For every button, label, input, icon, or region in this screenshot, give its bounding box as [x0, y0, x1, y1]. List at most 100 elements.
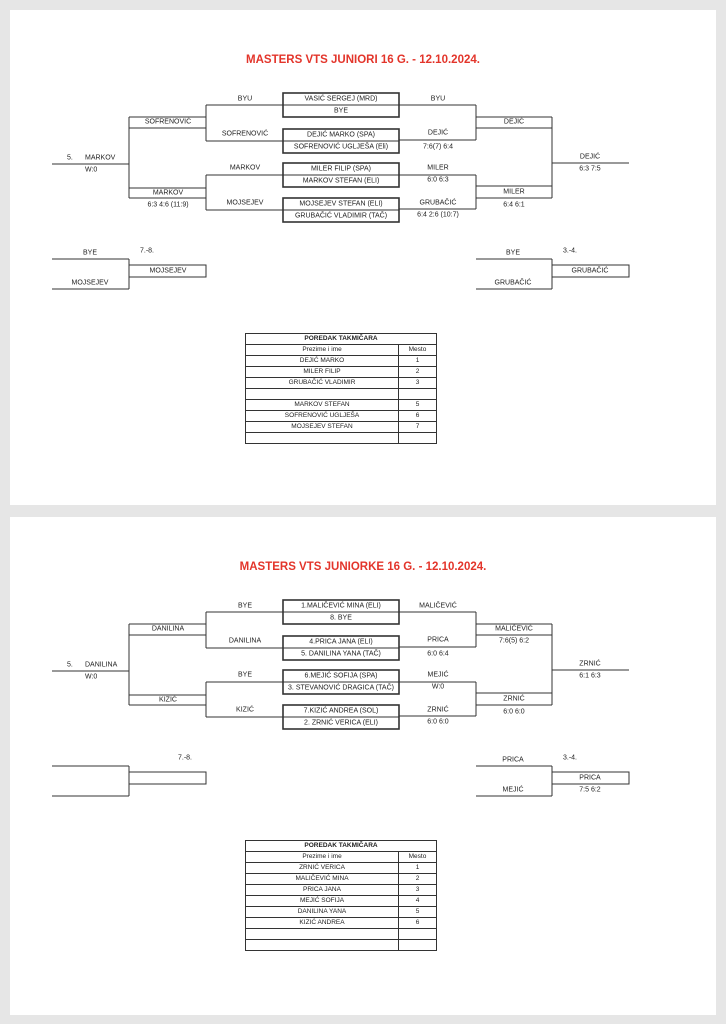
playoff-34-label: 3.-4.	[563, 247, 578, 255]
standing-place	[398, 432, 437, 444]
standing-name: MARKOV STEFAN	[245, 399, 399, 411]
standing-place	[398, 388, 437, 400]
table-row	[245, 939, 437, 951]
r1-left-winner: MARKOV	[229, 164, 261, 172]
standing-name: MOJSEJEV STEFAN	[245, 421, 399, 433]
r1-left-winner: BYU	[237, 95, 253, 103]
standing-name: ZRNIĆ VERICA	[245, 862, 399, 874]
standing-place	[398, 928, 437, 940]
standing-name	[245, 388, 399, 400]
standing-place	[398, 939, 437, 951]
standings-title: POREDAK TAKMIČARA	[245, 333, 437, 345]
final-right-name: DEJIĆ	[579, 153, 601, 161]
draw-player: SOFRENOVIĆ UGLJEŠA (Eli)	[293, 143, 389, 151]
r1-left-winner: KIZIĆ	[236, 706, 254, 714]
standing-place: 3	[398, 377, 437, 389]
standing-name: MALIČEVIĆ MINA	[245, 873, 399, 885]
playoff-34-top: BYE	[505, 249, 521, 257]
r1-right-score: 6:0 6:3	[427, 176, 449, 184]
r2-right-score: 7:6(5) 6:2	[499, 637, 529, 645]
standing-name	[245, 939, 399, 951]
playoff-78-top: BYE	[82, 249, 98, 257]
final-left-seed: 5.	[67, 661, 73, 669]
final-left-name: DANILINA	[85, 661, 118, 669]
r1-left-winner: MOJSEJEV	[226, 199, 264, 207]
draw-player: MOJSEJEV STEFAN (ELI)	[299, 200, 383, 208]
standing-name: KIZIĆ ANDREA	[245, 917, 399, 929]
playoff-34-bottom: MEJIĆ	[502, 786, 524, 794]
r1-right-winner: MALIČEVIĆ	[419, 602, 457, 610]
standing-place: 4	[398, 895, 437, 907]
draw-player: 5. DANILINA YANA (TAČ)	[301, 650, 381, 658]
r2-right-score: 6:4 6:1	[503, 201, 525, 209]
r1-right-score: 7:6(7) 6:4	[423, 143, 453, 151]
r1-right-winner: ZRNIĆ	[427, 706, 449, 714]
col-header-place: Mesto	[398, 344, 437, 356]
page-title: MASTERS VTS JUNIORI 16 G. - 12.10.2024.	[246, 54, 480, 66]
final-right-score: 6:1 6:3	[579, 672, 601, 680]
draw-player: GRUBAČIĆ VLADIMIR (TAČ)	[294, 212, 388, 220]
final-left-score: W:0	[85, 673, 98, 681]
final-left-name: MARKOV	[85, 154, 116, 162]
r2-left-winner: KIZIĆ	[159, 696, 177, 704]
r1-right-score: 6:0 6:4	[427, 650, 449, 658]
r1-left-winner: BYE	[237, 602, 253, 610]
r2-right-winner: MALIČEVIĆ	[495, 625, 533, 633]
standing-name	[245, 432, 399, 444]
r1-right-winner: DEJIĆ	[427, 129, 449, 137]
draw-player: MARKOV STEFAN (ELI)	[302, 177, 380, 185]
r1-left-winner: SOFRENOVIĆ	[221, 130, 269, 138]
standing-place: 5	[398, 906, 437, 918]
r1-right-winner: MILER	[427, 164, 449, 172]
draw-player: 1.MALIČEVIĆ MINA (ELI)	[301, 602, 381, 610]
r2-right-winner: DEJIĆ	[503, 118, 525, 126]
r1-right-winner: MEJIĆ	[427, 671, 449, 679]
standing-name: MEJIĆ SOFIJA	[245, 895, 399, 907]
r2-left-winner: SOFRENOVIĆ	[144, 118, 192, 126]
playoff-34-top: PRICA	[502, 756, 524, 764]
draw-player: MILER FILIP (SPA)	[310, 165, 372, 173]
draw-player: 8. BYE	[330, 614, 352, 622]
standing-place: 1	[398, 862, 437, 874]
r1-left-winner: DANILINA	[228, 637, 262, 645]
standing-name: DANILINA YANA	[245, 906, 399, 918]
standing-place: 6	[398, 410, 437, 422]
table-row	[245, 388, 437, 400]
bracket-page-juniori: MASTERS VTS JUNIORI 16 G. - 12.10.2024. …	[10, 10, 716, 505]
standings-title: POREDAK TAKMIČARA	[245, 840, 437, 852]
final-right-name: ZRNIĆ	[579, 660, 601, 668]
draw-player: BYE	[333, 107, 349, 115]
standing-name: PRICA JANA	[245, 884, 399, 896]
draw-player: 3. STEVANOVIĆ DRAGICA (TAČ)	[288, 684, 394, 692]
col-header-name: Prezime i ime	[245, 344, 399, 356]
playoff-78-winner: MOJSEJEV	[149, 267, 187, 275]
table-row	[245, 432, 437, 444]
standing-name: DEJIĆ MARKO	[245, 355, 399, 367]
playoff-34-bottom: GRUBAČIĆ	[494, 279, 532, 287]
standing-place: 1	[398, 355, 437, 367]
table-row	[245, 928, 437, 940]
r2-right-winner: MILER	[503, 188, 525, 196]
playoff-34-winner: PRICA	[579, 774, 601, 782]
r1-right-winner: BYU	[430, 95, 446, 103]
standing-name: GRUBAČIĆ VLADIMIR	[245, 377, 399, 389]
standing-place: 6	[398, 917, 437, 929]
final-left-seed: 5.	[67, 154, 73, 162]
playoff-34-label: 3.-4.	[563, 754, 578, 762]
playoff-78-label: 7.-8.	[140, 247, 155, 255]
playoff-78-bottom: MOJSEJEV	[71, 279, 109, 287]
r1-right-score: 6:0 6:0	[427, 718, 449, 726]
standing-name: SOFRENOVIĆ UGLJEŠA	[245, 410, 399, 422]
